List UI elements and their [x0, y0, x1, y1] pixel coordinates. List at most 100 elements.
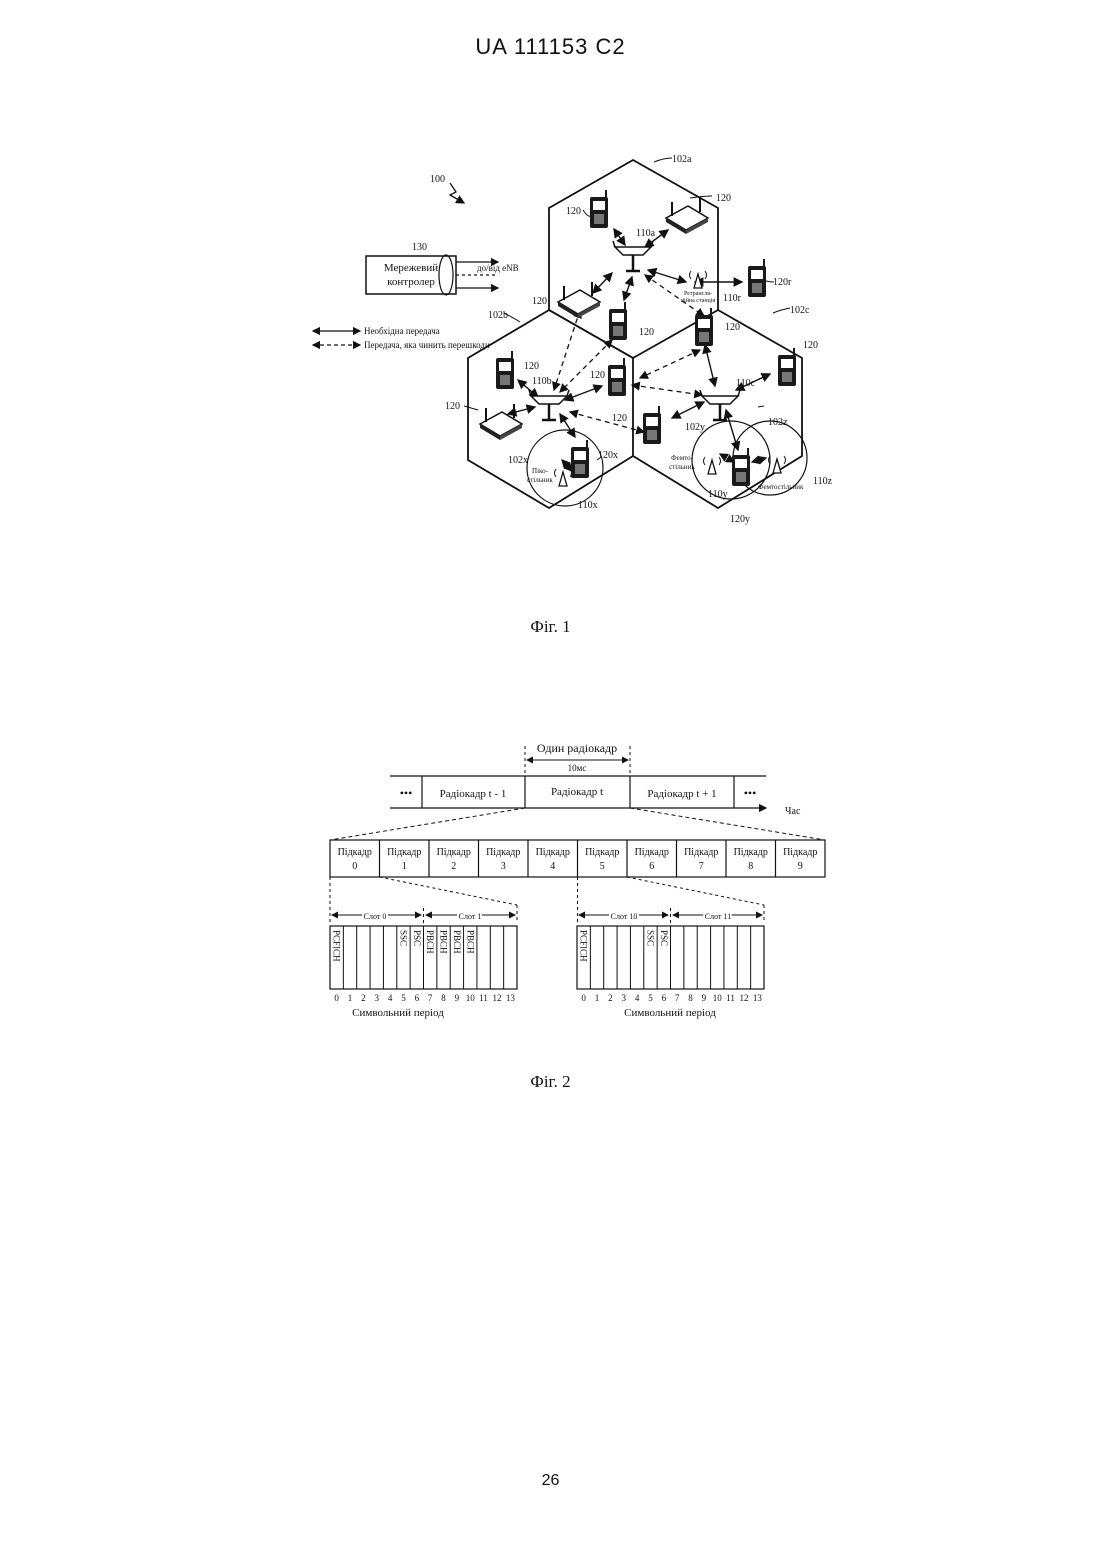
phone-icon [732, 448, 750, 486]
symbol-index: 7 [675, 993, 680, 1003]
symbol-index: 3 [375, 993, 380, 1003]
label-120r: 120r [773, 277, 792, 288]
pico-label-line1: Піко- [532, 467, 549, 475]
symbol-index: 9 [702, 993, 707, 1003]
relay-label-line1: Ретрансля- [684, 291, 712, 297]
symbol-index: 1 [348, 993, 353, 1003]
symbol-index: 4 [388, 993, 393, 1003]
symbol-index: 3 [622, 993, 627, 1003]
time-axis-label: Час [785, 806, 801, 817]
controller-line2: контролер [387, 276, 435, 288]
subframe-number: 4 [550, 861, 555, 872]
subframe-word: Підкадр [486, 847, 520, 858]
label-120: 120 [612, 413, 627, 424]
base-station-icon [700, 390, 740, 420]
label-110z: 110z [813, 476, 833, 487]
subframe-number: 5 [600, 861, 605, 872]
label-102c: 102c [790, 305, 810, 316]
channel-pcfich: PCFICH [332, 930, 342, 962]
subframe-word: Підкадр [338, 847, 372, 858]
slot-label: Слот 1 [459, 912, 482, 921]
symbol-index: 5 [648, 993, 653, 1003]
phone-icon [643, 406, 661, 444]
symbol-index: 6 [415, 993, 420, 1003]
symbol-index: 1 [595, 993, 600, 1003]
phone-icon [609, 302, 627, 340]
label-120: 120 [590, 370, 605, 381]
femto-station-icon [704, 457, 721, 474]
subframe-word: Підкадр [684, 847, 718, 858]
symbol-axis-left: Символьний період [352, 1007, 444, 1019]
channel-pbch: PBCH [425, 930, 435, 954]
figure-2-caption: Фіг. 2 [0, 1072, 1101, 1092]
phone-icon [608, 358, 626, 396]
phone-icon [590, 190, 608, 228]
ref-130: 130 [412, 242, 427, 253]
symbol-index: 10 [713, 993, 723, 1003]
label-120: 120 [566, 206, 581, 217]
symbol-index: 0 [581, 993, 586, 1003]
channel-ssc: SSC [645, 930, 655, 946]
legend-solid: Необхідна передача [364, 326, 440, 336]
frame-duration: 10мс [568, 763, 587, 773]
one-frame-label: Один радіокадр [537, 741, 617, 755]
relay-label-line2: ційна станція [681, 297, 716, 304]
phone-icon [571, 440, 589, 478]
figure-1-caption: Фіг. 1 [0, 617, 1101, 637]
channel-pcfich: PCFICH [579, 930, 589, 962]
ellipsis-right: ••• [744, 786, 757, 800]
label-110c: 110c [736, 378, 756, 389]
radio-frame-prev: Радіокадр t - 1 [440, 788, 507, 800]
laptop-icon [558, 282, 600, 318]
channel-pbch: PBCH [465, 930, 475, 954]
symbol-index: 8 [441, 993, 446, 1003]
channel-psc: PSC [412, 930, 422, 946]
slot-label: Слот 10 [611, 912, 638, 921]
relay-station-icon [690, 271, 707, 288]
label-120: 120 [532, 296, 547, 307]
channel-ssc: SSC [398, 930, 408, 946]
symbol-index: 11 [479, 993, 488, 1003]
symbol-index: 6 [662, 993, 667, 1003]
radio-frame-next: Радіокадр t + 1 [647, 788, 716, 800]
femto-y-label-line2: стільник [669, 463, 695, 471]
femto-y-label-line1: Фемто- [671, 454, 694, 462]
subframe-number: 7 [699, 861, 704, 872]
symbol-index: 0 [334, 993, 339, 1003]
symbol-index: 7 [428, 993, 433, 1003]
laptop-icon [480, 404, 522, 440]
subframe-word: Підкадр [387, 847, 421, 858]
symbol-index: 13 [753, 993, 763, 1003]
femto-z-label: Фемтостільник [758, 483, 804, 491]
label-110x: 110x [578, 500, 598, 511]
label-110r: 110r [723, 293, 742, 304]
page-number: 26 [0, 1472, 1101, 1490]
label-120y: 120y [730, 514, 750, 525]
subframe-number: 0 [352, 861, 357, 872]
label-102y: 102y [685, 422, 705, 433]
slot-label: Слот 0 [364, 912, 387, 921]
femto-station-icon [769, 456, 786, 473]
label-110a: 110a [636, 228, 656, 239]
label-110y: 110y [708, 489, 728, 500]
controller-link-label: до/від eNB [477, 263, 519, 273]
radio-frame-current: Радіокадр t [551, 786, 603, 798]
symbol-index: 4 [635, 993, 640, 1003]
label-102a: 102a [672, 154, 692, 165]
label-120: 120 [639, 327, 654, 338]
symbol-index: 10 [466, 993, 476, 1003]
slot-label: Слот 11 [705, 912, 731, 921]
channel-pbch: PBCH [439, 930, 449, 954]
label-120x: 120x [598, 450, 618, 461]
subframe-word: Підкадр [734, 847, 768, 858]
symbol-axis-right: Символьний період [624, 1007, 716, 1019]
subframe-word: Підкадр [585, 847, 619, 858]
subframe-word: Підкадр [783, 847, 817, 858]
pico-label-line2: стільник [527, 476, 553, 484]
subframe-number: 1 [402, 861, 407, 872]
label-102x: 102x [508, 455, 528, 466]
pico-station-icon [555, 469, 572, 486]
symbol-index: 2 [361, 993, 366, 1003]
subframe-word: Підкадр [536, 847, 570, 858]
label-120: 120 [725, 322, 740, 333]
